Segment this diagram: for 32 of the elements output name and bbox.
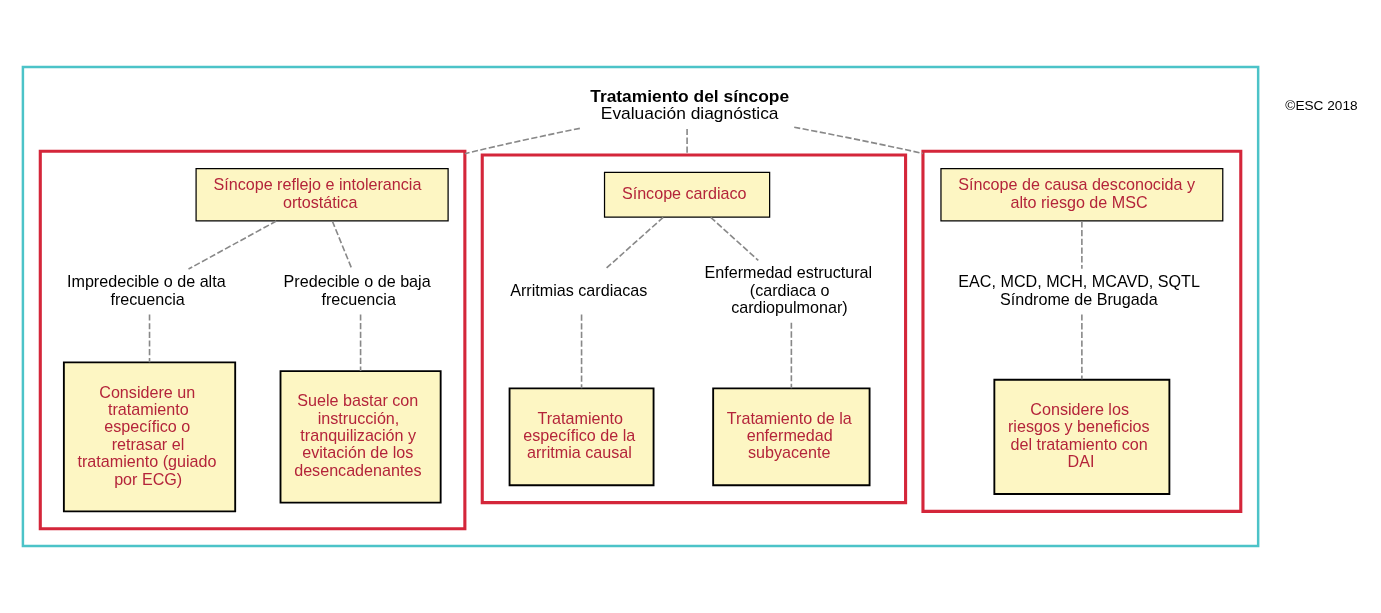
- connector: [331, 220, 353, 270]
- connector: [464, 127, 581, 155]
- node-box: Síncope cardiaco: [603, 171, 771, 218]
- cluster: [38, 149, 467, 531]
- node-box: Tratamiento específico de la arritmia causal: [508, 387, 655, 487]
- connector: [790, 321, 793, 390]
- connector: [148, 313, 151, 363]
- node-box: Suele bastar con instrucción, tranquilización y evitación de los desencadenantes: [279, 370, 442, 504]
- node-text: Predecible o de baja frecuencia: [283, 272, 431, 308]
- label: ©ESC 2018: [1285, 98, 1358, 114]
- node-box: Considere los riesgos y beneficios del tratamiento con DAI: [993, 378, 1171, 495]
- node-box: Tratamiento de la enfermedad subyacente: [712, 387, 871, 487]
- node-box: Síncope reflejo e intolerancia ortostática: [195, 168, 449, 222]
- cluster: [21, 65, 1260, 548]
- connector: [580, 313, 583, 390]
- connector: [686, 128, 688, 156]
- node-box: Considere un tratamiento específico o retrasar el tratamiento (guiado por ECG): [62, 361, 237, 513]
- node-text: Tratamiento del síncope Evaluación diagnóstica: [590, 85, 790, 124]
- cluster: [921, 149, 1243, 513]
- node-text: Enfermedad estructural (cardiaca o cardiopulmonar): [704, 263, 873, 317]
- node-text: Impredecible o de alta frecuencia: [66, 272, 226, 308]
- node-text: Arritmias cardiacas: [510, 280, 648, 299]
- connector: [604, 216, 664, 270]
- node-box: Síncope de causa desconocida y alto riesgo de MSC: [940, 168, 1224, 222]
- connector: [793, 126, 924, 155]
- connector: [1081, 313, 1083, 380]
- connector: [1081, 220, 1083, 270]
- connector: [187, 220, 278, 270]
- node-text: EAC, MCD, MCH, MCAVD, SQTL Síndrome de Brugada: [958, 272, 1200, 308]
- connector: [709, 216, 760, 262]
- connector: [359, 313, 362, 372]
- cluster: [480, 153, 908, 505]
